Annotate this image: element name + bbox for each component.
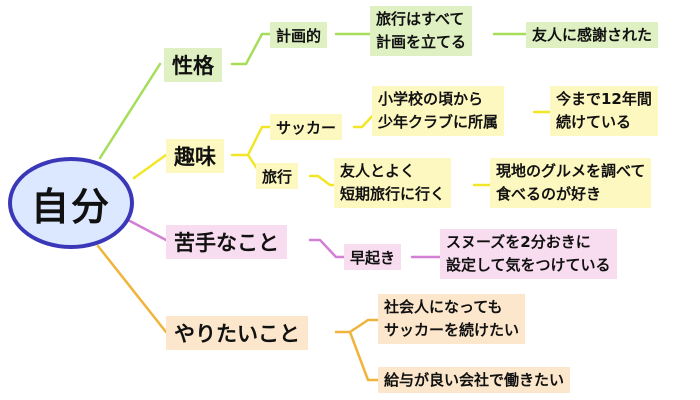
link-root-hobby — [132, 153, 168, 180]
node-gourmet: 現地のグルメを調べて 食べるのが好き — [490, 158, 652, 208]
link-travel-short-trips — [308, 174, 338, 187]
branch-hobby: 趣味 — [166, 139, 224, 173]
node-years-line-1: 今まで12年間 — [556, 90, 652, 108]
node-travel-plan: 旅行はすべて 計画を立てる — [370, 6, 473, 56]
branch-personality: 性格 — [164, 48, 222, 82]
link-root-want — [96, 244, 168, 334]
node-keep-soccer-line-1: 社会人になっても — [384, 298, 503, 316]
branch-personality-label: 性格 — [172, 54, 214, 78]
node-salary-line-1: 給与が良い会社で働きたい — [384, 370, 565, 389]
node-gourmet-line-2: 食べるのが好き — [496, 185, 602, 203]
node-short-trips-line-2: 短期旅行に行く — [340, 185, 446, 203]
branch-hobby-label: 趣味 — [174, 145, 216, 169]
link-hobby-soccer — [230, 125, 272, 157]
node-thanked: 友人に感謝された — [526, 22, 659, 48]
link-root-weakness — [126, 218, 168, 242]
node-snooze-line-2: 設定して気をつけている — [446, 256, 611, 274]
node-years: 今まで12年間 続けている — [550, 86, 658, 136]
branch-want-label: やりたいこと — [174, 322, 300, 346]
node-club-line-2: 少年クラブに所属 — [378, 113, 499, 131]
node-club-line-1: 小学校の頃から — [378, 90, 484, 108]
node-gourmet-line-1: 現地のグルメを調べて — [496, 162, 646, 180]
node-salary: 給与が良い会社で働きたい — [378, 367, 571, 393]
node-short-trips-line-1: 友人とよく — [340, 162, 416, 180]
node-wakeup-label: 早起き — [350, 248, 396, 267]
branch-weakness: 苦手なこと — [166, 225, 287, 259]
node-planned-label: 計画的 — [276, 26, 322, 45]
link-root-personality — [98, 62, 162, 160]
link-personality-planned — [230, 32, 272, 66]
node-keep-soccer: 社会人になっても サッカーを続けたい — [378, 294, 526, 344]
node-planned: 計画的 — [270, 22, 328, 48]
node-keep-soccer-line-2: サッカーを続けたい — [384, 321, 520, 339]
root-node: 自分 — [8, 157, 134, 249]
node-club: 小学校の頃から 少年クラブに所属 — [372, 86, 505, 136]
link-want-soccer — [334, 318, 380, 334]
node-travel-plan-line-1: 旅行はすべて — [376, 10, 465, 28]
node-snooze-line-1: スヌーズを2分おきに — [446, 233, 591, 251]
node-travel-plan-line-2: 計画を立てる — [376, 33, 467, 51]
node-snooze: スヌーズを2分おきに 設定して気をつけている — [440, 229, 617, 279]
branch-want: やりたいこと — [166, 316, 308, 350]
node-travel-label: 旅行 — [262, 167, 293, 186]
root-label: 自分 — [30, 184, 111, 229]
node-short-trips: 友人とよく 短期旅行に行く — [334, 158, 452, 208]
node-thanked-line-1: 友人に感謝された — [532, 25, 653, 44]
branch-weakness-label: 苦手なこと — [174, 231, 279, 255]
node-years-line-2: 続けている — [556, 113, 632, 131]
link-weakness-wakeup — [308, 238, 346, 259]
node-wakeup: 早起き — [344, 244, 402, 270]
node-travel: 旅行 — [256, 163, 299, 189]
node-soccer: サッカー — [270, 114, 343, 140]
link-want-salary — [348, 330, 380, 382]
node-soccer-label: サッカー — [276, 118, 337, 137]
